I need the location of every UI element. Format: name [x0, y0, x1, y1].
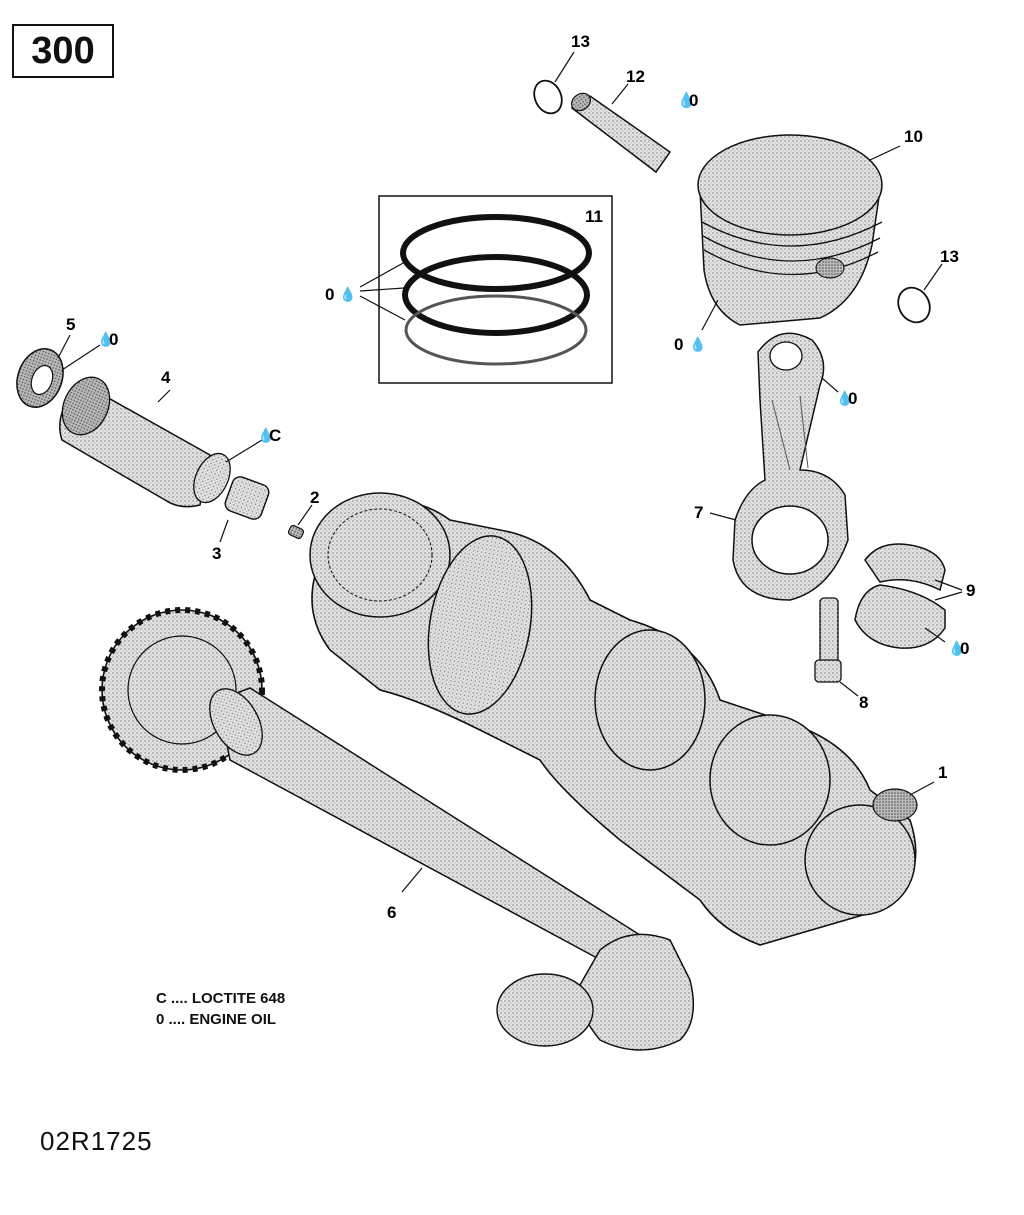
page-number-box: 300 — [12, 24, 114, 78]
svg-text:0: 0 — [848, 389, 857, 408]
lubricant-legend: C .... LOCTITE 648 0 .... ENGINE OIL — [156, 988, 285, 1030]
needle-bushing — [219, 476, 270, 543]
second-ring — [402, 254, 590, 336]
callout-11: 11 — [585, 207, 603, 226]
diagram-reference-code: 02R1725 — [40, 1126, 153, 1156]
drop-icon: 💧 — [677, 91, 696, 109]
dowel-pin — [287, 504, 313, 540]
piston-pin-circlip-top — [533, 51, 575, 115]
callout-13-right: 13 — [940, 247, 959, 266]
oil-mark-rod: 💧 0 — [836, 389, 857, 408]
callout-5: 5 — [66, 315, 75, 334]
callout-9: 9 — [966, 581, 975, 600]
callout-6: 6 — [387, 903, 396, 922]
drop-icon: 💧 — [689, 336, 706, 353]
legend-loctite: C .... LOCTITE 648 — [156, 990, 286, 1007]
callout-8: 8 — [859, 693, 868, 712]
loctite-mark-sleeve: 💧 C — [257, 426, 281, 445]
oil-mark-seal: 💧 0 — [97, 330, 118, 349]
page-number: 300 — [31, 29, 95, 72]
top-ring — [400, 214, 592, 292]
callout-7: 7 — [694, 503, 703, 522]
svg-text:C: C — [269, 426, 281, 445]
drop-icon: 💧 — [97, 331, 114, 348]
legend-engine-oil: 0 .... ENGINE OIL — [156, 1011, 277, 1028]
connecting-rod-bearings — [854, 543, 963, 649]
oil-mark-rings: 0 💧 — [325, 285, 356, 304]
oil-seal — [16, 334, 101, 408]
callout-4: 4 — [161, 368, 171, 387]
callout-10: 10 — [904, 127, 923, 146]
balance-shaft — [99, 607, 695, 1051]
svg-text:0: 0 — [674, 335, 683, 354]
svg-text:0: 0 — [960, 639, 969, 658]
connecting-rod-bolt — [814, 597, 859, 697]
oil-ring — [404, 294, 588, 366]
bearing-sleeve — [59, 376, 263, 508]
piston — [697, 134, 901, 331]
crankshaft — [309, 492, 935, 946]
svg-text:0: 0 — [325, 285, 334, 304]
drop-icon: 💧 — [257, 427, 274, 444]
svg-text:0: 0 — [109, 330, 118, 349]
callout-2: 2 — [310, 488, 319, 507]
drop-icon: 💧 — [836, 390, 853, 407]
svg-text:0: 0 — [689, 91, 698, 110]
callout-1: 1 — [938, 763, 947, 782]
connecting-rod — [709, 332, 849, 601]
oil-mark-pin: 💧 0 — [677, 91, 698, 110]
piston-ring-set — [359, 195, 613, 384]
oil-mark-bearing: 💧 0 — [948, 639, 969, 658]
callout-13-top: 13 — [571, 32, 590, 51]
callout-3: 3 — [212, 544, 221, 563]
callout-12: 12 — [626, 67, 645, 86]
piston-pin-circlip-right — [897, 263, 943, 324]
drop-icon: 💧 — [339, 286, 356, 303]
piston-pin — [570, 83, 672, 174]
oil-mark-piston: 0 💧 — [674, 335, 706, 354]
drop-icon: 💧 — [948, 640, 965, 657]
